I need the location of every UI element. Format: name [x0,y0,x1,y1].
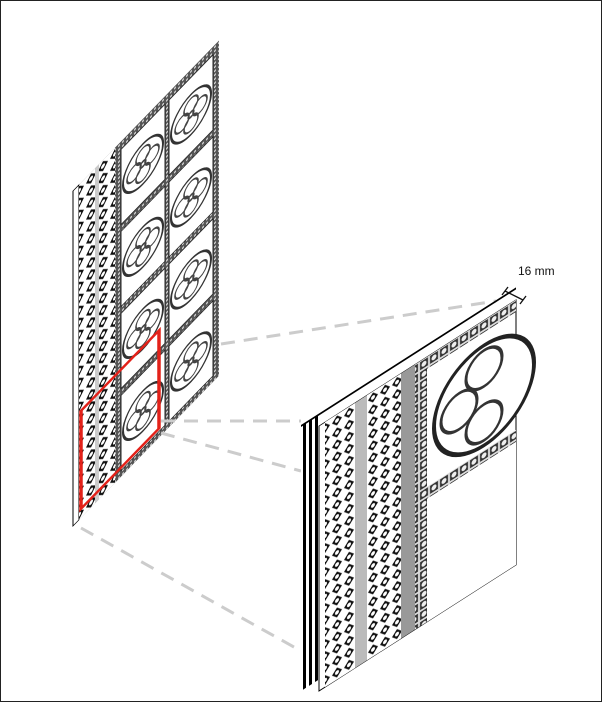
dimension-marker [501,286,527,305]
highlight-box [79,326,161,513]
thickness-label: 16 mm [518,264,555,278]
projection-lines [80,299,497,653]
door-panel [72,40,219,528]
door-rosette-panels [120,53,214,472]
detail-panel [301,287,536,692]
